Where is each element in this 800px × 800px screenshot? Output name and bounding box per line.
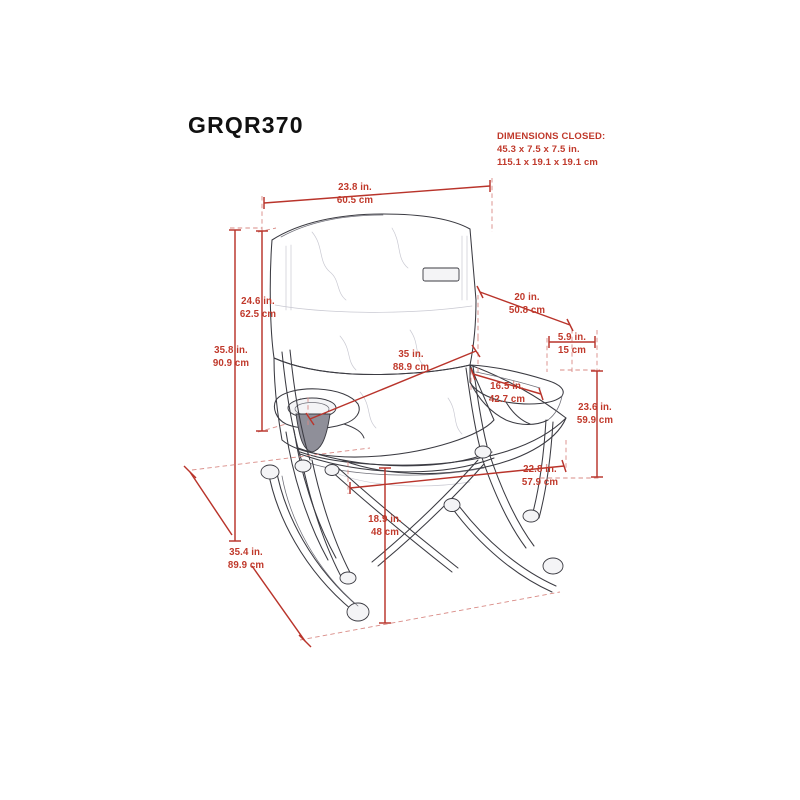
- dim-seat-width-inches: 22.8 in.: [523, 464, 557, 475]
- dimension-arm-width: 20 in. 50.8 cm: [476, 285, 574, 372]
- backrest: [269, 213, 477, 376]
- dim-seat-width-cm: 57.9 cm: [522, 477, 559, 488]
- dimension-overall-width: 23.8 in. 60.5 cm: [261, 178, 493, 238]
- dim-armrest-depth-cm: 42.7 cm: [489, 394, 526, 405]
- dim-base-depth-inches: 35.4 in.: [229, 547, 263, 558]
- dimension-seat-width: 22.8 in. 57.9 cm: [347, 440, 567, 494]
- rocker-runners: [260, 464, 564, 622]
- dim-seat-height-inches: 18.9 in.: [368, 514, 402, 525]
- dim-seat-depth-cm: 88.9 cm: [393, 362, 430, 373]
- dimensions-closed-centimeters: 115.1 x 19.1 x 19.1 cm: [497, 157, 599, 169]
- dimension-backrest-height: 24.6 in. 62.5 cm: [240, 227, 287, 433]
- dimension-armrest-height: 23.6 in. 59.9 cm: [540, 369, 614, 479]
- dim-back-height-cm: 62.5 cm: [240, 309, 277, 320]
- dim-seat-depth-inches: 35 in.: [398, 349, 424, 360]
- dim-top-width-cm: 60.5 cm: [337, 195, 374, 206]
- right-armrest: [469, 364, 564, 426]
- dimensions-closed-heading: DIMENSIONS CLOSED:: [497, 131, 606, 142]
- cup-holder-pocket: [295, 413, 331, 453]
- dimensions-closed-inches: 45.3 x 7.5 x 7.5 in.: [497, 144, 580, 156]
- chair-illustration: [260, 213, 567, 622]
- dim-base-depth-cm: 89.9 cm: [228, 560, 265, 571]
- dimension-base-depth: 35.4 in. 89.9 cm: [183, 447, 561, 648]
- dim-armrest-height-inches: 23.6 in.: [578, 402, 612, 413]
- dim-overall-height-cm: 90.9 cm: [213, 358, 250, 369]
- dim-armrest-depth-inches: 16.5 in.: [490, 381, 524, 392]
- dimension-overall-height: 35.8 in. 90.9 cm: [213, 227, 262, 542]
- page-title: GRQR370: [188, 112, 304, 138]
- dimension-seat-height: 18.9 in. 48 cm: [368, 467, 402, 624]
- dim-top-width-inches: 23.8 in.: [338, 182, 372, 193]
- dim-arm-width-inches: 20 in.: [514, 292, 540, 303]
- dim-armrest-height-cm: 59.9 cm: [577, 415, 614, 426]
- rocker-front-cap: [346, 602, 370, 622]
- rocker-rear-cap: [542, 557, 564, 575]
- dim-arm-width-cm: 50.8 cm: [509, 305, 546, 316]
- chair-frame: [281, 349, 554, 585]
- dimensions-closed-note: DIMENSIONS CLOSED: 45.3 x 7.5 x 7.5 in. …: [497, 130, 605, 170]
- dimension-seat-depth: 35 in. 88.9 cm: [305, 338, 481, 426]
- dim-back-height-inches: 24.6 in.: [241, 296, 275, 307]
- dim-arm-offset-cm: 15 cm: [558, 345, 586, 356]
- dim-overall-height-inches: 35.8 in.: [214, 345, 248, 356]
- dimension-armrest-depth: 16.5 in. 42.7 cm: [470, 367, 544, 405]
- label-patch: [422, 267, 460, 282]
- dim-seat-height-cm: 48 cm: [371, 527, 399, 538]
- dim-arm-offset-inches: 5.9 in.: [558, 332, 586, 343]
